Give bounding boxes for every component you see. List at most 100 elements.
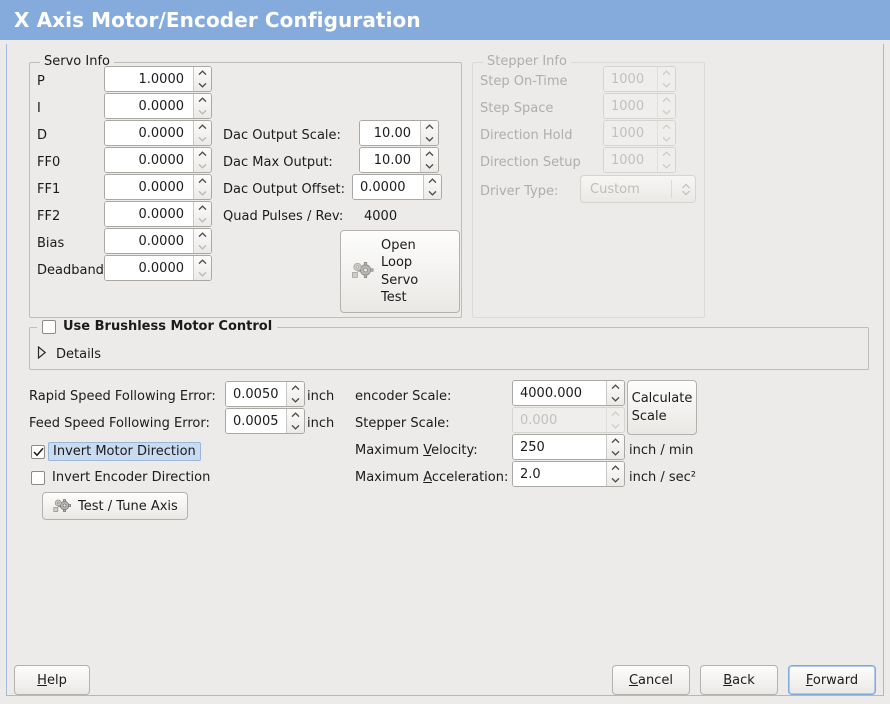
triangle-right-icon[interactable] [37,345,47,363]
servo-spin-ff2-buttons[interactable] [194,202,211,226]
spin-up-icon[interactable] [194,67,211,79]
spin-down-icon[interactable] [287,394,304,406]
dac-output-offset-spin[interactable]: 0.0000 [352,174,442,200]
spin-up-icon[interactable] [607,435,624,447]
feed-speed-following-error-spin[interactable]: 0.0005 [225,408,305,434]
forward-button[interactable]: Forward [788,665,876,695]
servo-spin-ff1[interactable]: 0.0000 [104,174,212,200]
rapid-speed-following-error-value[interactable]: 0.0050 [226,382,287,406]
step-on-time-spin: 1000 [603,66,676,92]
feed-speed-following-error-value[interactable]: 0.0005 [226,409,287,433]
maximum-acceleration-spin[interactable]: 2.0 [512,461,625,487]
spin-down-icon[interactable] [287,421,304,433]
maximum-acceleration-buttons[interactable] [607,462,624,486]
spin-down-icon[interactable] [424,187,441,199]
spin-up-icon[interactable] [607,381,624,393]
spin-up-icon[interactable] [424,175,441,187]
spin-up-icon[interactable] [194,94,211,106]
servo-spin-d-buttons[interactable] [194,121,211,145]
use-brushless-motor-control-checkbox[interactable]: Use Brushless Motor Control [37,319,278,334]
cancel-mnemonic: C [628,672,639,688]
spin-up-icon[interactable] [421,148,438,160]
spin-down-icon[interactable] [421,160,438,172]
servo-spin-ff0[interactable]: 0.0000 [104,147,212,173]
spin-down-icon[interactable] [194,187,211,199]
spin-up-icon [658,67,675,79]
servo-spin-p[interactable]: 1.0000 [104,66,212,92]
spin-up-icon[interactable] [194,148,211,160]
maximum-velocity-spin[interactable]: 250 [512,434,625,460]
help-post: elp [46,672,67,688]
servo-spin-bias-buttons[interactable] [194,229,211,253]
dac-output-scale-value[interactable]: 10.00 [360,121,421,145]
checkbox-box[interactable] [31,470,45,485]
spin-down-icon[interactable] [607,447,624,459]
spin-down-icon[interactable] [194,106,211,118]
encoder-scale-spin[interactable]: 4000.000 [512,380,625,406]
servo-spin-ff2[interactable]: 0.0000 [104,201,212,227]
spin-up-icon[interactable] [194,229,211,241]
servo-spin-deadband-value[interactable]: 0.0000 [105,256,194,280]
servo-spin-ff2-value[interactable]: 0.0000 [105,202,194,226]
dac-max-output-buttons[interactable] [421,148,438,172]
servo-spin-d[interactable]: 0.0000 [104,120,212,146]
spin-down-icon[interactable] [607,393,624,405]
spin-down-icon[interactable] [194,268,211,280]
servo-spin-i-buttons[interactable] [194,94,211,118]
spin-up-icon[interactable] [287,382,304,394]
servo-spin-ff0-buttons[interactable] [194,148,211,172]
spin-down-icon[interactable] [421,133,438,145]
spin-up-icon[interactable] [607,462,624,474]
spin-down-icon[interactable] [194,160,211,172]
checkbox-box[interactable] [31,444,45,459]
dac-output-scale-spin[interactable]: 10.00 [359,120,439,146]
spin-up-icon[interactable] [194,121,211,133]
servo-spin-ff1-buttons[interactable] [194,175,211,199]
details-expander[interactable]: Details [37,345,101,363]
spin-up-icon[interactable] [194,202,211,214]
maximum-velocity-buttons[interactable] [607,435,624,459]
spin-down-icon[interactable] [194,133,211,145]
spin-down-icon[interactable] [194,241,211,253]
spin-up-icon[interactable] [421,121,438,133]
maximum-acceleration-value[interactable]: 2.0 [513,462,607,486]
servo-spin-d-value[interactable]: 0.0000 [105,121,194,145]
dac-output-offset-value[interactable]: 0.0000 [353,175,424,199]
checkbox-box[interactable] [42,319,56,334]
dac-max-output-value[interactable]: 10.00 [360,148,421,172]
maximum-velocity-value[interactable]: 250 [513,435,607,459]
servo-spin-bias-value[interactable]: 0.0000 [105,229,194,253]
servo-spin-ff1-value[interactable]: 0.0000 [105,175,194,199]
spin-down-icon[interactable] [607,474,624,486]
servo-spin-deadband-buttons[interactable] [194,256,211,280]
rapid-spin-buttons[interactable] [287,382,304,406]
servo-spin-i-value[interactable]: 0.0000 [105,94,194,118]
servo-spin-p-buttons[interactable] [194,67,211,91]
spin-down-icon[interactable] [194,79,211,91]
open-loop-servo-test-button[interactable]: Open Loop Servo Test [340,230,460,313]
spin-down-icon[interactable] [194,214,211,226]
encoder-scale-value[interactable]: 4000.000 [513,381,607,405]
dac-output-offset-buttons[interactable] [424,175,441,199]
spin-up-icon[interactable] [194,256,211,268]
help-button[interactable]: Help [14,665,90,695]
cancel-button[interactable]: Cancel [612,665,690,695]
servo-spin-ff0-value[interactable]: 0.0000 [105,148,194,172]
back-button[interactable]: Back [700,665,778,695]
invert-motor-direction-checkbox[interactable]: Invert Motor Direction [31,442,201,461]
calculate-scale-button[interactable]: Calculate Scale [627,380,697,435]
test-tune-axis-button[interactable]: Test / Tune Axis [42,492,188,520]
encoder-scale-buttons[interactable] [607,381,624,405]
servo-spin-deadband[interactable]: 0.0000 [104,255,212,281]
dac-max-output-spin[interactable]: 10.00 [359,147,439,173]
servo-spin-p-value[interactable]: 1.0000 [105,67,194,91]
quad-pulses-label: Quad Pulses / Rev: [223,209,344,224]
spin-up-icon[interactable] [194,175,211,187]
dac-output-scale-buttons[interactable] [421,121,438,145]
servo-spin-bias[interactable]: 0.0000 [104,228,212,254]
feed-spin-buttons[interactable] [287,409,304,433]
rapid-speed-following-error-spin[interactable]: 0.0050 [225,381,305,407]
spin-up-icon[interactable] [287,409,304,421]
invert-encoder-direction-checkbox[interactable]: Invert Encoder Direction [31,470,210,485]
servo-spin-i[interactable]: 0.0000 [104,93,212,119]
